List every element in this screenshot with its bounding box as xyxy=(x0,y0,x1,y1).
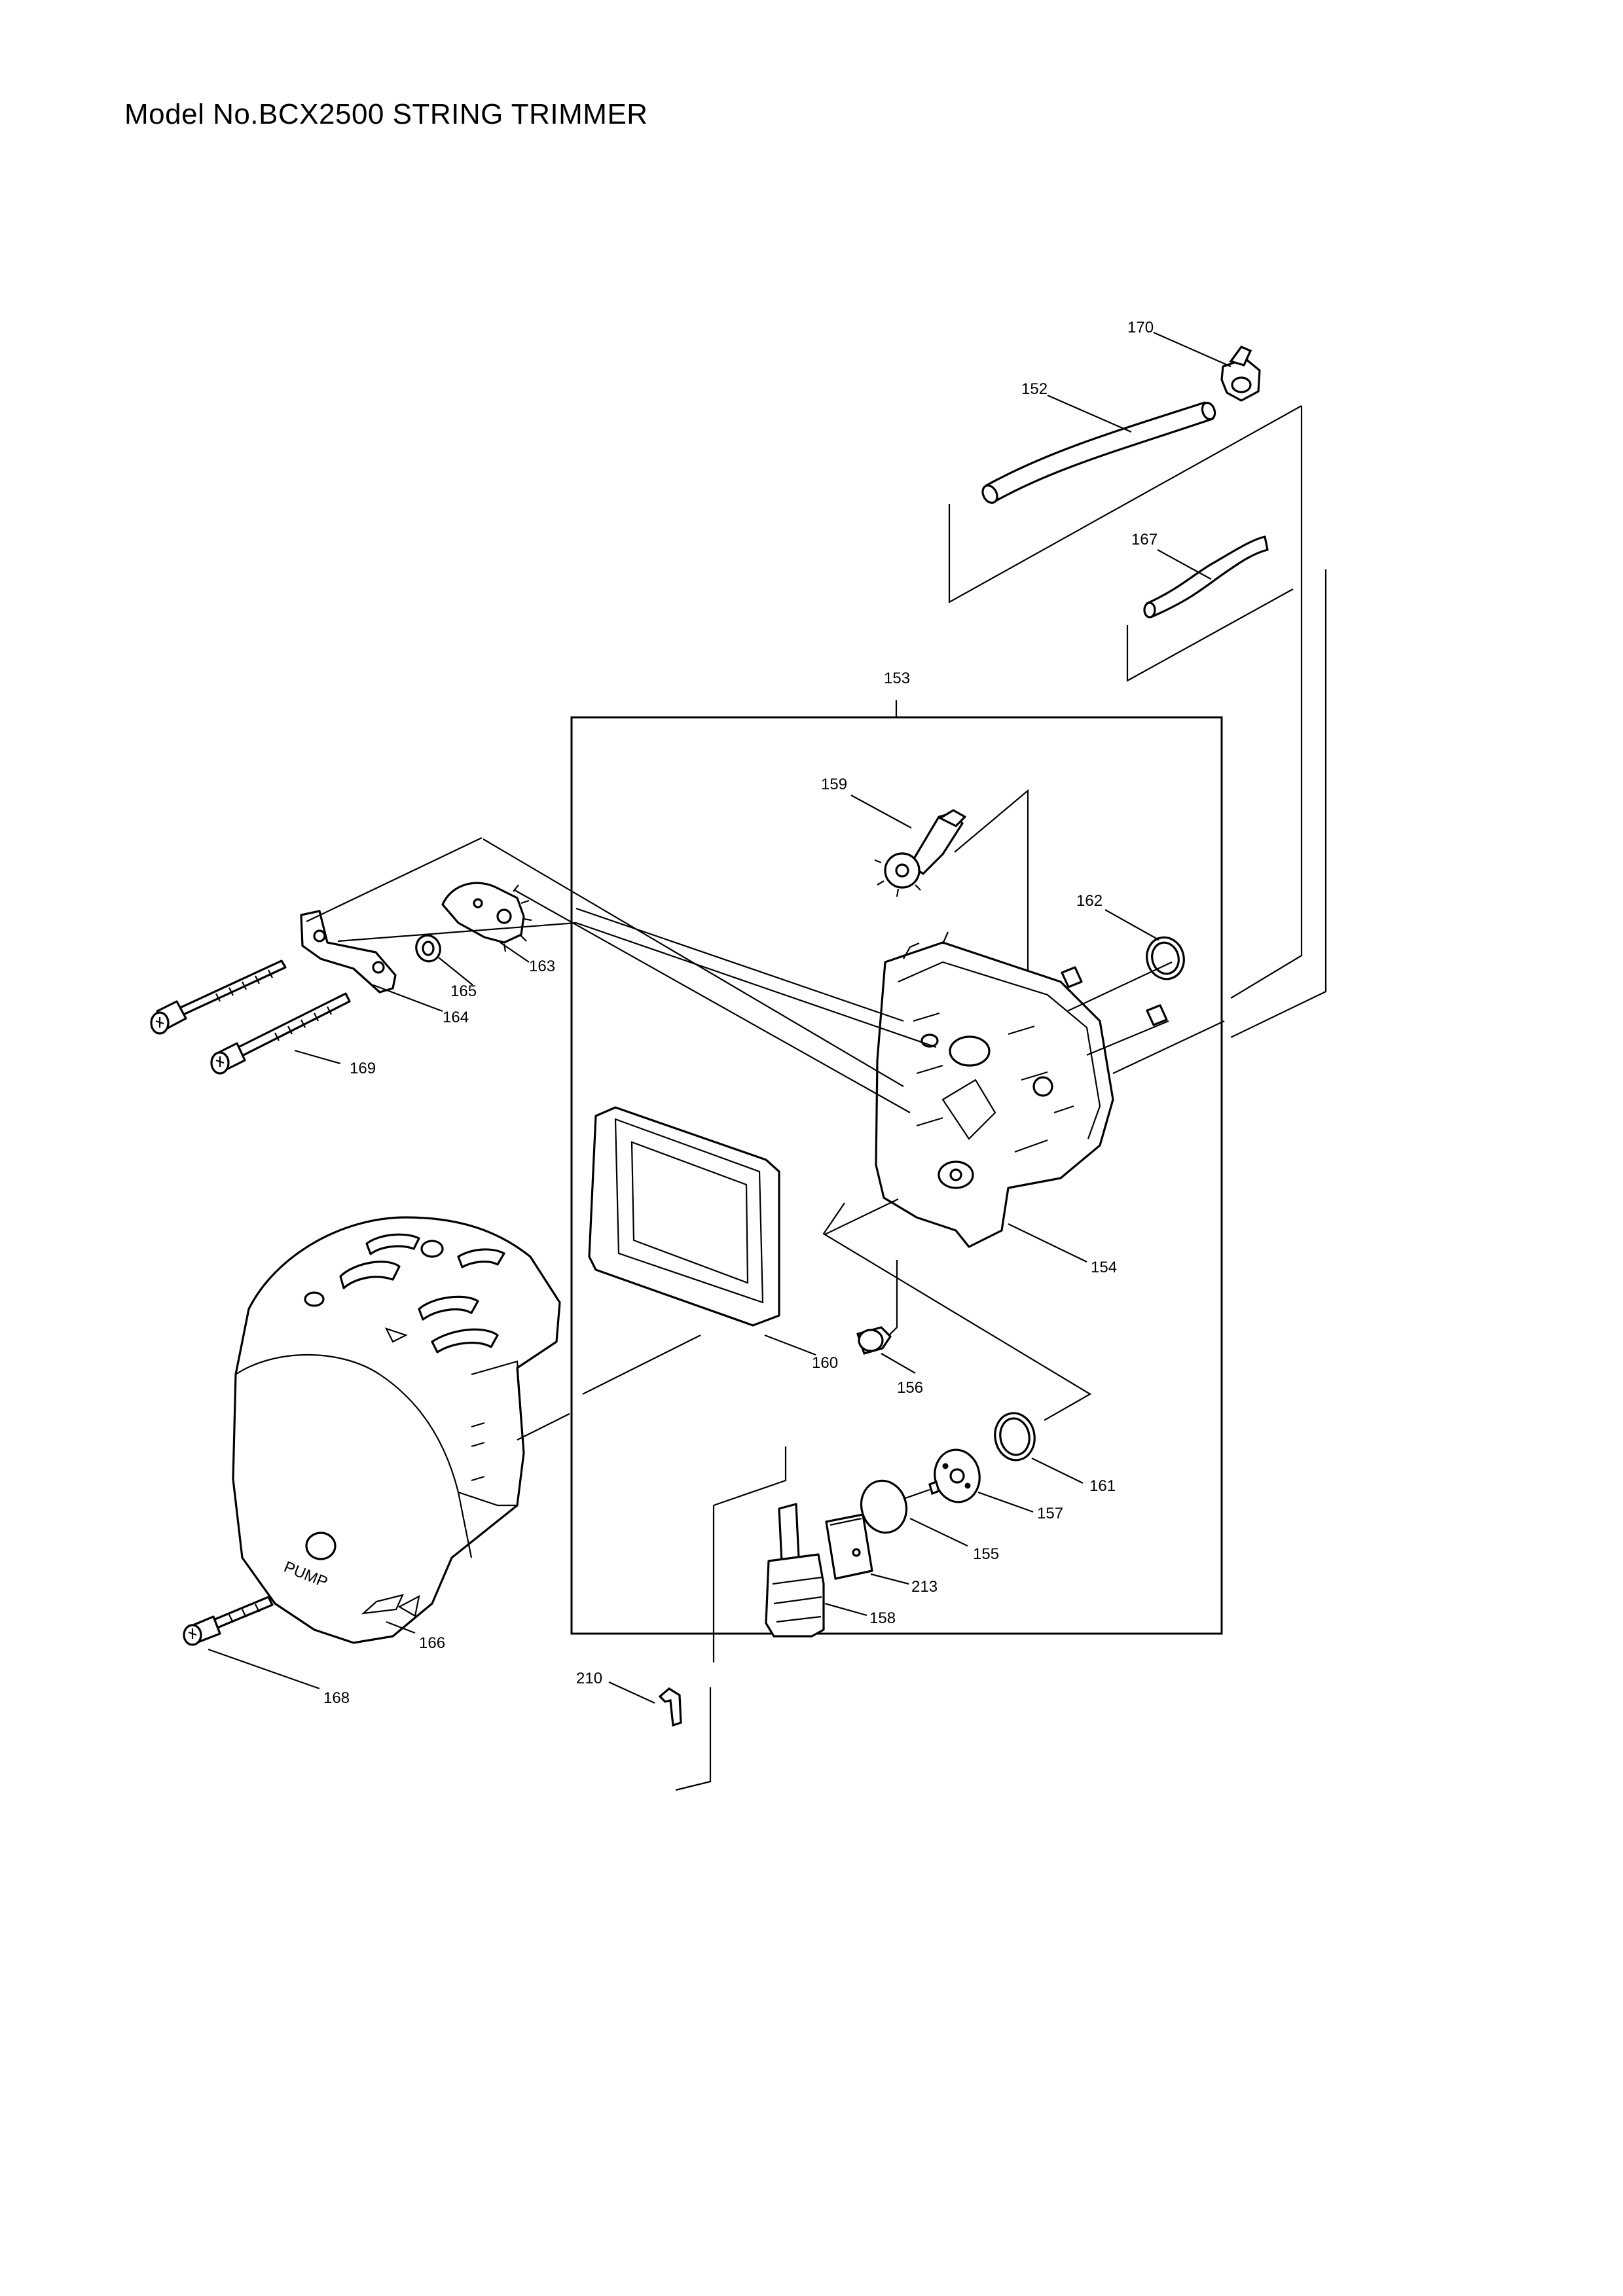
part-label-170: 170 xyxy=(1127,319,1154,336)
air-filter-160 xyxy=(588,1106,780,1327)
air-cleaner-base-154 xyxy=(875,931,1114,1248)
part-label-155: 155 xyxy=(973,1545,999,1563)
primer-pump-158 xyxy=(765,1503,825,1638)
part-label-153: 153 xyxy=(884,670,910,687)
o-ring-161 xyxy=(994,1412,1036,1462)
bracket-164 xyxy=(300,910,397,994)
part-label-169: 169 xyxy=(350,1060,376,1077)
part-label-163: 163 xyxy=(529,958,555,975)
part-label-154: 154 xyxy=(1091,1259,1117,1276)
part-label-166: 166 xyxy=(419,1634,445,1652)
part-label-156: 156 xyxy=(897,1379,923,1397)
part-label-162: 162 xyxy=(1076,892,1103,910)
bolt-169-lower xyxy=(210,992,351,1075)
part-label-152: 152 xyxy=(1021,380,1048,398)
bolt-169-upper xyxy=(150,960,287,1035)
part-label-160: 160 xyxy=(812,1354,838,1372)
part-label-164: 164 xyxy=(443,1009,469,1026)
part-label-210: 210 xyxy=(576,1670,602,1687)
choke-lever-159 xyxy=(874,809,966,897)
page-title: Model No.BCX2500 STRING TRIMMER xyxy=(124,98,648,130)
part-label-158: 158 xyxy=(869,1609,896,1627)
switch-plate-163 xyxy=(441,882,532,952)
valve-plate-157 xyxy=(934,1448,981,1503)
fuel-hose-152 xyxy=(981,401,1216,504)
hose-clamp-170 xyxy=(1220,346,1261,402)
gasket-213 xyxy=(825,1513,873,1580)
part-label-213: 213 xyxy=(911,1578,938,1596)
washer-165 xyxy=(415,934,441,963)
part-label-168: 168 xyxy=(323,1689,350,1707)
part-label-167: 167 xyxy=(1131,531,1158,548)
butterfly-valve-155 xyxy=(860,1479,940,1534)
plug-156 xyxy=(856,1326,892,1355)
screw-168 xyxy=(183,1596,274,1646)
cover-166 xyxy=(232,1216,561,1644)
part-label-159: 159 xyxy=(821,776,847,793)
bushings-162 xyxy=(1061,966,1168,1026)
o-ring-162 xyxy=(1146,936,1185,980)
pin-210 xyxy=(658,1687,682,1727)
part-label-165: 165 xyxy=(450,982,477,1000)
part-label-161: 161 xyxy=(1089,1477,1116,1495)
part-label-157: 157 xyxy=(1037,1505,1063,1522)
